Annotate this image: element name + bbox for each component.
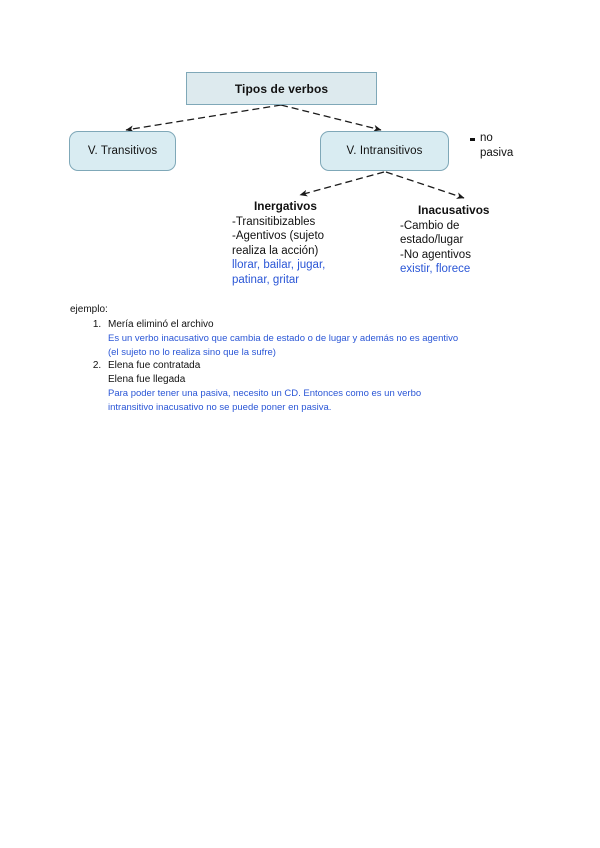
connector-root-to-transitivos [125, 104, 282, 133]
subcategory-inergativos-heading: Inergativos [254, 199, 317, 213]
annotation-no-pasiva-label: no pasiva [480, 132, 514, 159]
node-v-intransitivos[interactable]: V. Intransitivos [320, 131, 449, 171]
example-sentence: Elena fue llegada [108, 374, 186, 385]
annotation-no-pasiva: no pasiva [470, 131, 580, 161]
example-section: ejemplo: Mería eliminó el archivo Es un … [70, 303, 540, 414]
subcategory-inacusativos: Inacusativos -Cambio de estado/lugar -No… [400, 203, 502, 277]
subcategory-inergativos-bullets: -Transitibizables -Agentivos (sujeto rea… [232, 215, 325, 257]
subcategory-inergativos-examples: llorar, bailar, jugar, patinar, gritar [232, 259, 326, 286]
list-item: Elena fue contratada Elena fue llegada P… [104, 359, 540, 414]
example-label: ejemplo: [70, 304, 108, 315]
connector-root-to-intransitivos [280, 104, 382, 132]
subcategory-inacusativos-bullets: -Cambio de estado/lugar -No agentivos [400, 219, 471, 261]
example-note: Es un verbo inacusativo que cambia de es… [108, 333, 459, 358]
subcategory-inacusativos-heading: Inacusativos [418, 203, 490, 217]
list-item: Mería eliminó el archivo Es un verbo ina… [104, 318, 540, 359]
square-bullet-icon [470, 138, 475, 141]
node-tipos-de-verbos[interactable]: Tipos de verbos [186, 72, 377, 105]
node-v-transitivos[interactable]: V. Transitivos [69, 131, 176, 171]
example-list: Mería eliminó el archivo Es un verbo ina… [70, 318, 540, 414]
example-sentence: Elena fue contratada [108, 360, 201, 371]
subcategory-inacusativos-examples: existir, florece [400, 263, 471, 276]
connector-intransitivos-to-inergativos [299, 171, 385, 197]
example-note: Para poder tener una pasiva, necesito un… [108, 388, 422, 413]
connector-intransitivos-to-inacusativos [385, 171, 465, 199]
example-sentence: Mería eliminó el archivo [108, 319, 214, 330]
verb-types-diagram: Tipos de verbos V. Transitivos V. Intran… [0, 0, 600, 300]
subcategory-inergativos: Inergativos -Transitibizables -Agentivos… [232, 199, 337, 288]
